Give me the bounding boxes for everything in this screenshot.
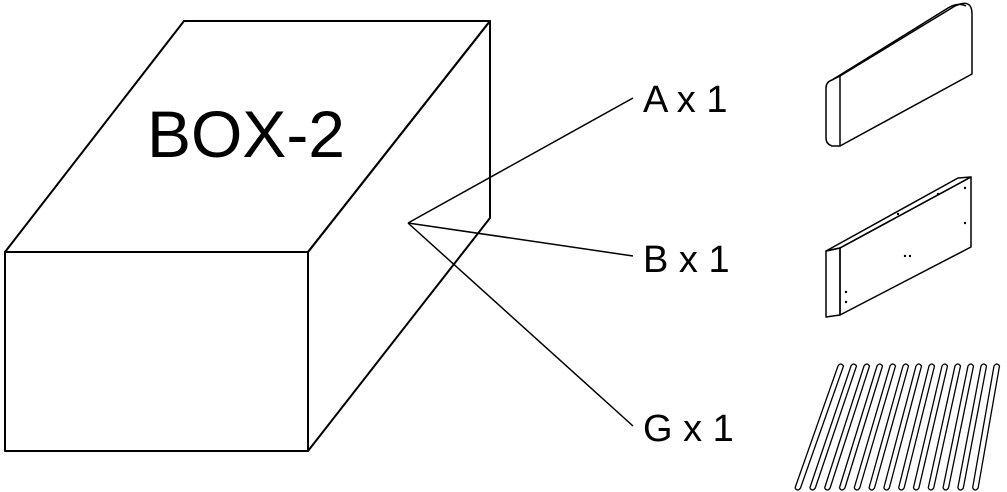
part-b-front-face [825, 247, 841, 318]
part-a-front-face [825, 75, 841, 147]
part-b-drill-holes [844, 186, 967, 304]
leader-line-a [407, 97, 634, 224]
part-label-b: B x 1 [643, 239, 730, 281]
part-a-long-face [839, 2, 973, 147]
leader-line-b [407, 222, 634, 257]
part-a-top-edge [831, 3, 967, 81]
part-a-plank-illustration [825, 2, 973, 147]
box-label: BOX-2 [147, 97, 345, 171]
part-label-g: G x 1 [643, 408, 734, 450]
leader-line-g [407, 222, 634, 427]
part-g-slats-illustration [794, 363, 1001, 491]
part-b-top-face [825, 176, 972, 252]
box-illustration: BOX-2 [4, 20, 491, 452]
part-b-long-face [839, 176, 972, 316]
leader-lines [407, 97, 634, 427]
part-b-rail-illustration [825, 176, 972, 318]
box-right-face [307, 20, 491, 452]
part-g-slats [794, 363, 1001, 491]
box-front-face [4, 251, 309, 452]
part-label-a: A x 1 [643, 79, 728, 121]
